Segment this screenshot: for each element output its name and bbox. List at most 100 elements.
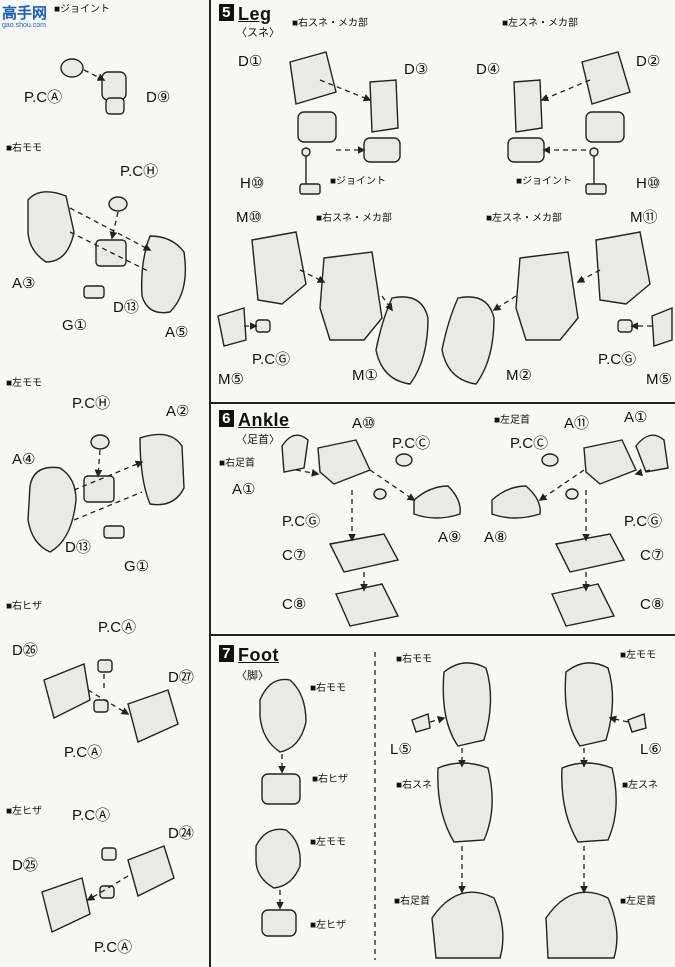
foot-left-thigh-heading: ■左モモ [620,650,657,661]
label-c8-left: C⑧ [282,596,307,613]
label-c7-right: C⑦ [640,547,665,564]
foot-right-shin-heading: ■右スネ [396,780,433,791]
ankle-left-art [491,434,669,627]
right-knee-parts-art [43,659,179,743]
label-d13-right: D⑬ [113,299,139,316]
ankle-section-subtitle: 〈足首〉 [236,434,280,446]
label-c7-left: C⑦ [282,547,307,564]
label-d13-left: D⑬ [65,539,91,556]
label-d4: D④ [476,61,501,78]
label-pc-a-rk-top: P.CⒶ [98,619,137,636]
ankle-left-heading: ■左足首 [494,415,531,426]
foot-section-number: 7 [219,645,234,662]
joint-heading: ■ジョイント [54,4,111,15]
label-pcg-leg-right: P.CⒼ [598,351,637,368]
leg-upper-left-heading: ■左スネ・メカ部 [502,18,579,29]
foot-left-side-art [545,662,647,959]
left-thigh-parts-art [27,433,185,553]
label-a3: A③ [12,275,36,292]
label-c8-right: C⑧ [640,596,665,613]
label-d27: D㉗ [168,669,194,686]
ankle-section-name: Ankle [238,410,290,430]
label-g1-right: G① [62,317,88,334]
label-a11: A⑪ [564,415,590,432]
label-pcg-leg-left: P.CⒼ [252,351,291,368]
label-a4: A④ [12,451,36,468]
label-pc-h-left: P.CⒽ [72,395,111,412]
label-a8: A⑧ [484,529,508,546]
foot-col-left-knee: ■左ヒザ [310,920,347,931]
label-d26: D㉖ [12,642,38,659]
label-pc-a-lk-bottom: P.CⒶ [94,939,133,956]
label-l5: L⑤ [390,741,412,758]
foot-right-side-art [411,662,504,959]
section-divider-ankle-foot [209,634,675,636]
leg-lower-left-art [441,231,673,385]
leg-lower-left-heading: ■左スネ・メカ部 [486,213,563,224]
left-knee-parts-art [41,845,175,933]
leg-lower-right-art [217,231,429,385]
leg-upper-right-art [289,51,401,195]
label-pcc-left: P.CⒸ [392,435,431,452]
leg-upper-right-heading: ■右スネ・メカ部 [292,18,369,29]
leg-joint-right-heading: ■ジョイント [330,176,387,187]
right-thigh-parts-art [27,191,187,314]
column-divider [209,0,211,967]
label-d3: D③ [404,61,429,78]
label-pc-a-lk-top: P.CⒶ [72,807,111,824]
label-h10-left: H⑩ [240,175,265,192]
label-d25: D㉕ [12,857,38,874]
ankle-right-art [281,434,461,627]
ankle-section-number: 6 [219,410,234,427]
leg-joint-left-heading: ■ジョイント [516,176,573,187]
label-d1: D① [238,53,263,70]
left-thigh-heading: ■左モモ [6,378,43,389]
ankle-right-heading: ■右足首 [219,458,256,469]
label-a1-ankle-left: A① [232,481,256,498]
section-divider-leg-ankle [209,402,675,404]
foot-col-right-thigh: ■右モモ [310,683,347,694]
label-m11: M⑪ [630,209,658,226]
foot-col-left-thigh: ■左モモ [310,837,347,848]
foot-left-ankle-heading: ■左足首 [620,896,657,907]
label-g1-left: G① [124,558,150,575]
label-h10-right: H⑩ [636,175,661,192]
label-pc-a-rk-bottom: P.CⒶ [64,744,103,761]
label-pcc-right: P.CⒸ [510,435,549,452]
label-pcg-ankle-left: P.CⒼ [282,513,321,530]
foot-col-right-knee: ■右ヒザ [312,774,349,785]
label-m10: M⑩ [236,209,262,226]
watermark-title: 高手网 [2,5,48,22]
leg-lower-right-heading: ■右スネ・メカ部 [316,213,393,224]
label-m5-right: M⑤ [646,371,672,388]
label-a2: A② [166,403,190,420]
leg-section-name: Leg [238,4,272,24]
leg-upper-left-art [507,51,631,195]
label-d2: D② [636,53,661,70]
label-a1-ankle-right: A① [624,409,648,426]
label-pcg-ankle-right: P.CⒼ [624,513,663,530]
foot-right-thigh-heading: ■右モモ [396,654,433,665]
label-pc-a-top: P.CⒶ [24,89,63,106]
leg-section-subtitle: 〈スネ〉 [236,27,280,39]
label-l6: L⑥ [640,741,662,758]
leg-section-number: 5 [219,4,234,21]
label-pc-h-right: P.CⒽ [120,163,159,180]
left-knee-heading: ■左ヒザ [6,806,43,817]
right-knee-heading: ■右ヒザ [6,601,43,612]
foot-left-column-art [255,678,307,937]
watermark-url: gao.shou.com [2,22,46,29]
label-d9: D⑨ [146,89,171,106]
foot-section-subtitle: 〈脚〉 [236,670,269,682]
label-a5: A⑤ [165,324,189,341]
label-a9: A⑨ [438,529,462,546]
foot-right-ankle-heading: ■右足首 [394,896,431,907]
label-d24: D㉔ [168,825,194,842]
label-m5-left: M⑤ [218,371,244,388]
foot-left-shin-heading: ■左スネ [622,780,659,791]
